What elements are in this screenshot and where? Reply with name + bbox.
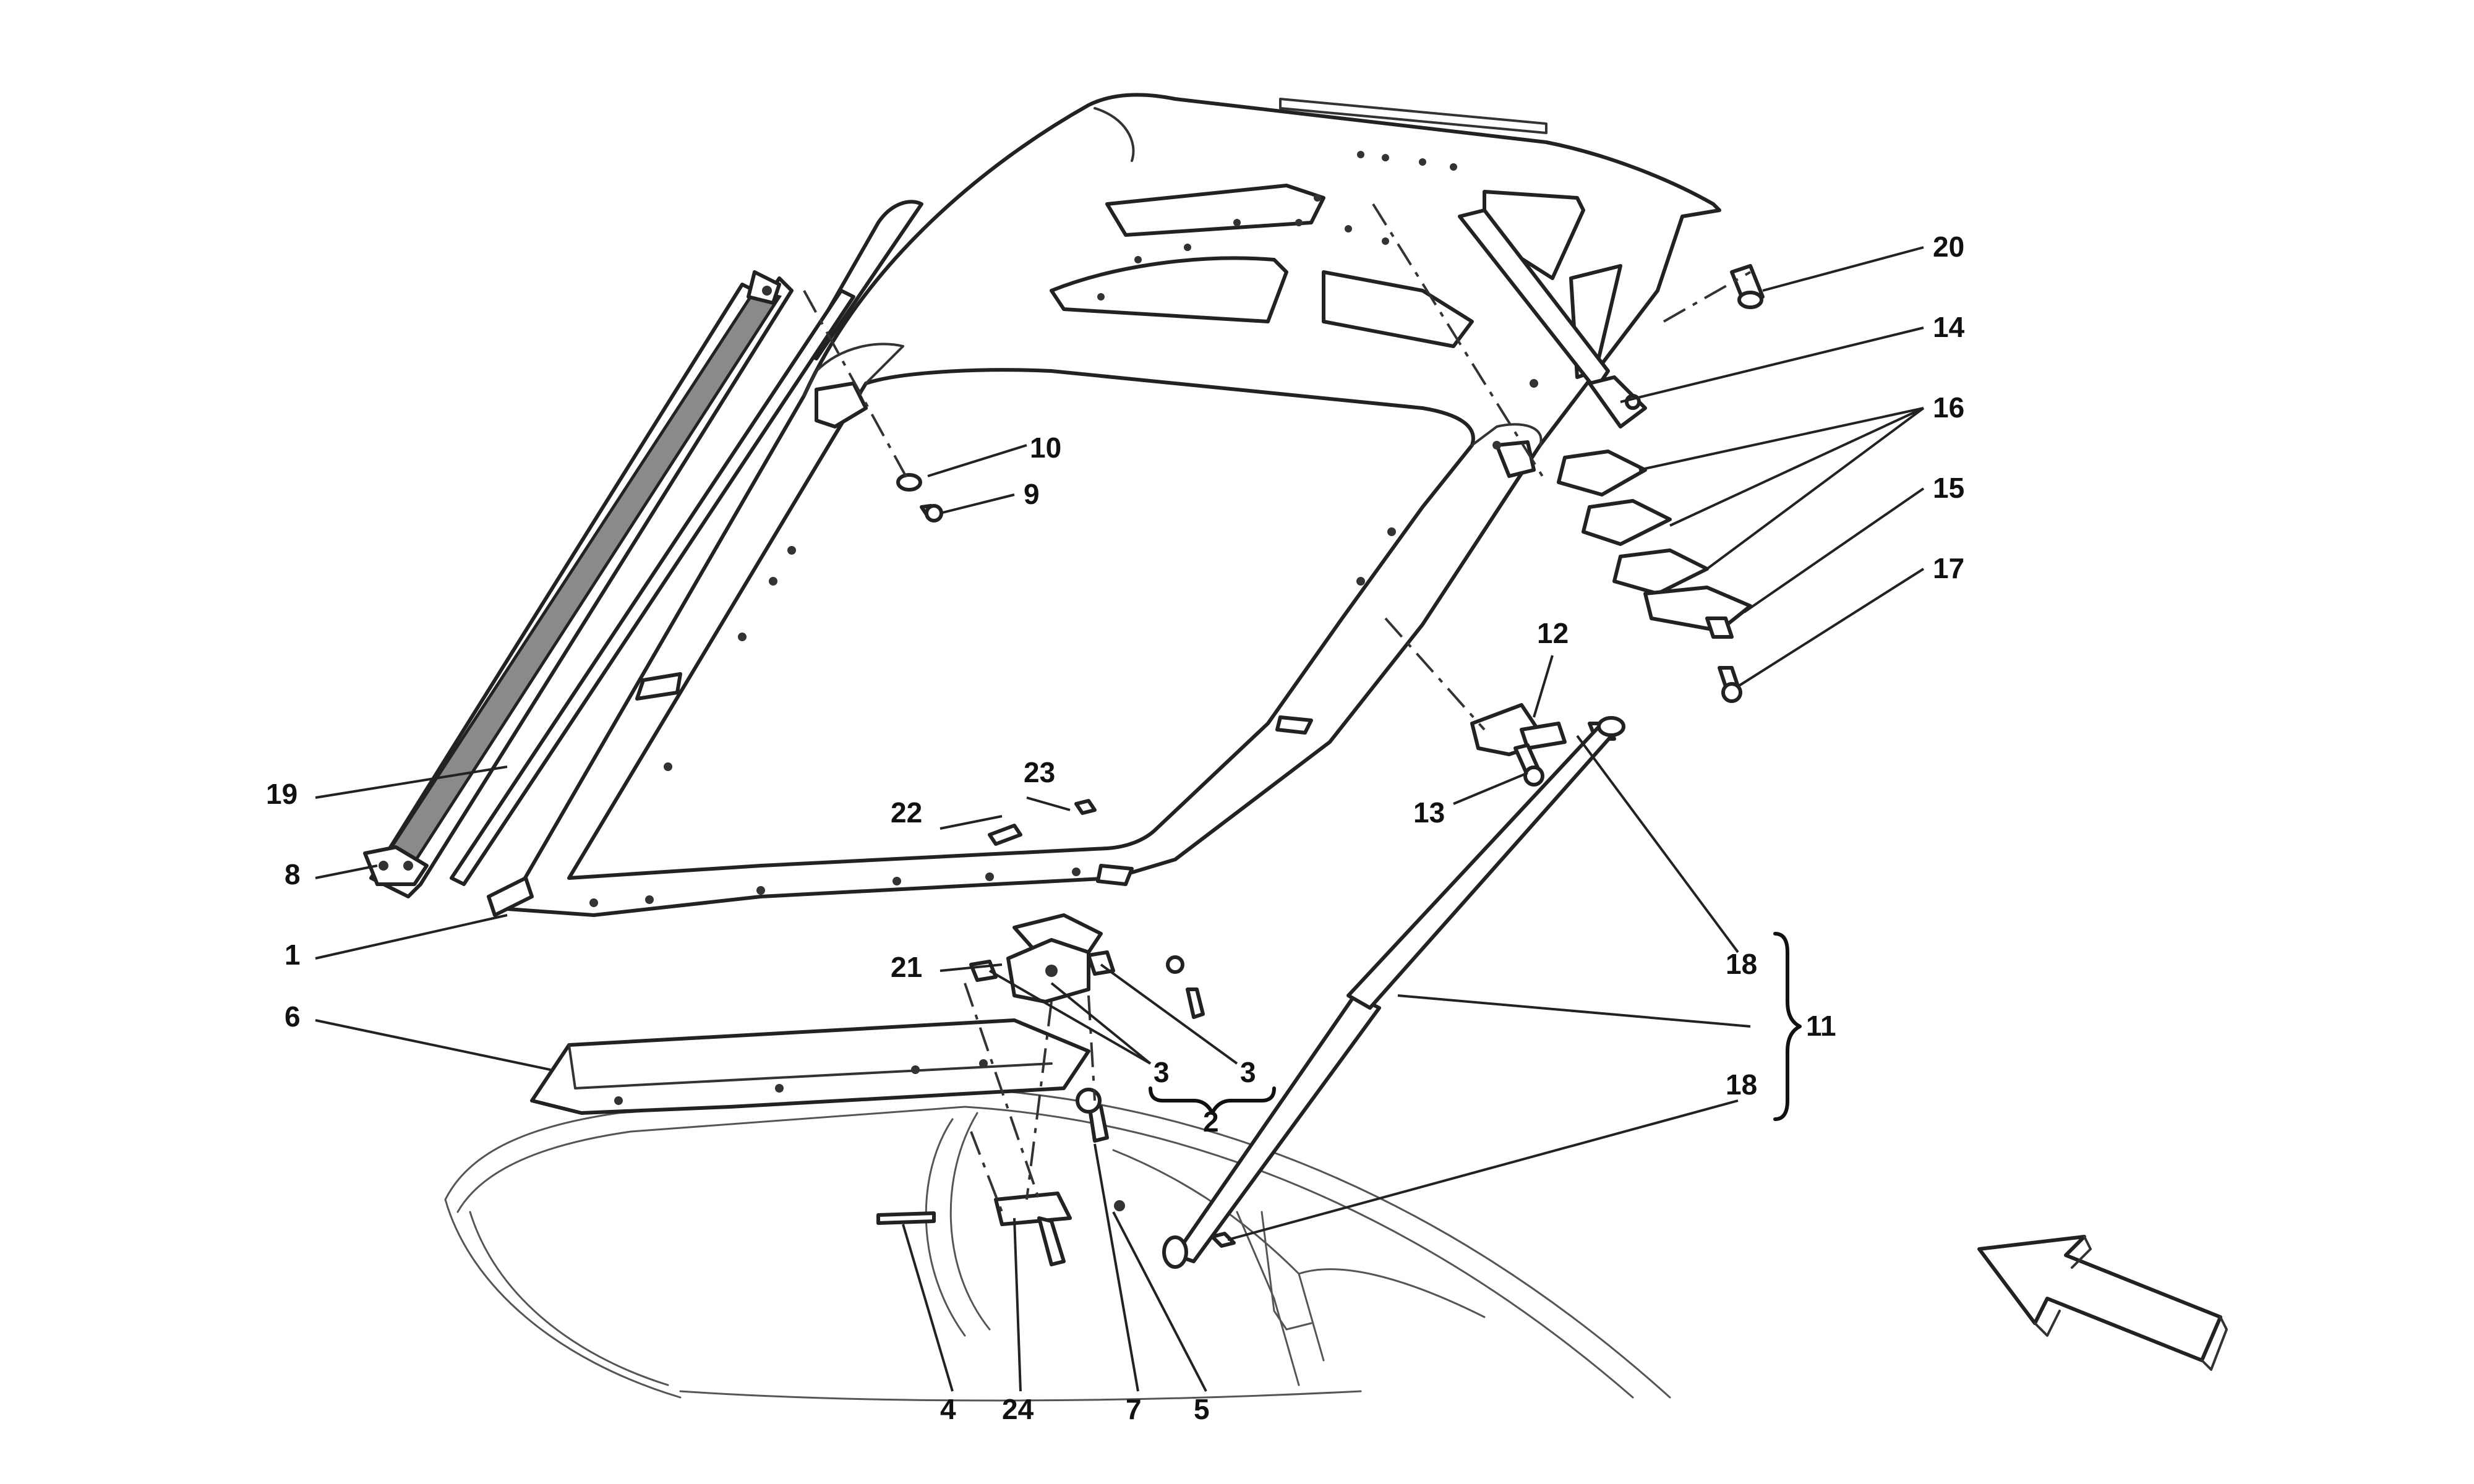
- callout-7: 7: [1126, 1393, 1142, 1425]
- callout-10: 10: [1030, 432, 1061, 464]
- front-direction-arrow-icon: [1977, 1235, 2228, 1371]
- leader-lines: [315, 246, 1925, 1392]
- callout-12: 12: [1537, 617, 1569, 649]
- callout-15: 15: [1933, 472, 1964, 504]
- callout-4: 4: [940, 1393, 956, 1425]
- callout-20: 20: [1933, 231, 1964, 263]
- callout-2: 2: [1203, 1106, 1219, 1138]
- callout-23: 23: [1024, 756, 1055, 788]
- callout-labels: 1 2 3 3 4 5 6 7 8 9 10 11 12 13 14 15 16…: [266, 231, 1965, 1425]
- callout-18a: 18: [1726, 948, 1757, 980]
- callout-24: 24: [1002, 1393, 1034, 1425]
- callout-22: 22: [891, 796, 922, 829]
- callout-21: 21: [891, 951, 922, 983]
- callout-19: 19: [266, 778, 297, 810]
- hood-grille-assembly: [363, 270, 855, 898]
- group-braces: [1149, 932, 1802, 1121]
- callout-16: 16: [1933, 391, 1964, 424]
- callout-9: 9: [1024, 478, 1040, 510]
- callout-1: 1: [285, 939, 301, 971]
- callout-3b: 3: [1240, 1056, 1256, 1088]
- callout-18b: 18: [1726, 1068, 1757, 1101]
- callout-17: 17: [1933, 552, 1964, 584]
- callout-5: 5: [1194, 1393, 1210, 1425]
- callout-8: 8: [285, 858, 301, 890]
- hinge-strut-assembly: [1162, 208, 1765, 1269]
- callout-13: 13: [1413, 796, 1445, 829]
- hood-rim-holes: [589, 151, 1538, 907]
- hood-panel: [487, 93, 1721, 917]
- callout-3a: 3: [1154, 1056, 1170, 1088]
- callout-6: 6: [285, 1000, 301, 1033]
- callout-11: 11: [1806, 1010, 1836, 1042]
- latch-assembly: [530, 913, 1205, 1266]
- callout-14: 14: [1933, 311, 1965, 343]
